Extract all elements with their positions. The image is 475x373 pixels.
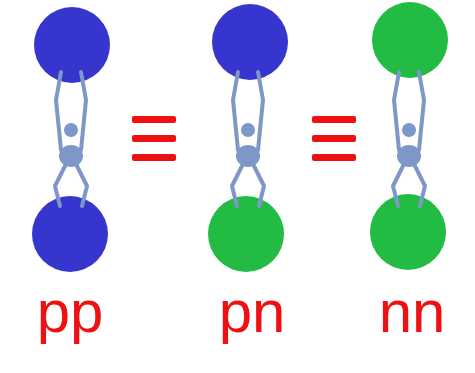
pair-label: pn	[219, 282, 286, 342]
proton	[34, 7, 110, 83]
neutron	[208, 196, 284, 272]
proton	[32, 196, 108, 272]
pion-figure	[232, 72, 264, 206]
neutron	[372, 2, 448, 78]
equivalence-sign	[132, 116, 176, 161]
pion-figure	[55, 72, 87, 206]
neutron	[370, 194, 446, 270]
proton	[212, 4, 288, 80]
pion-figure	[393, 72, 425, 206]
pair-label: pp	[37, 282, 104, 342]
pair-label: nn	[379, 282, 446, 342]
equivalence-sign	[312, 116, 356, 161]
